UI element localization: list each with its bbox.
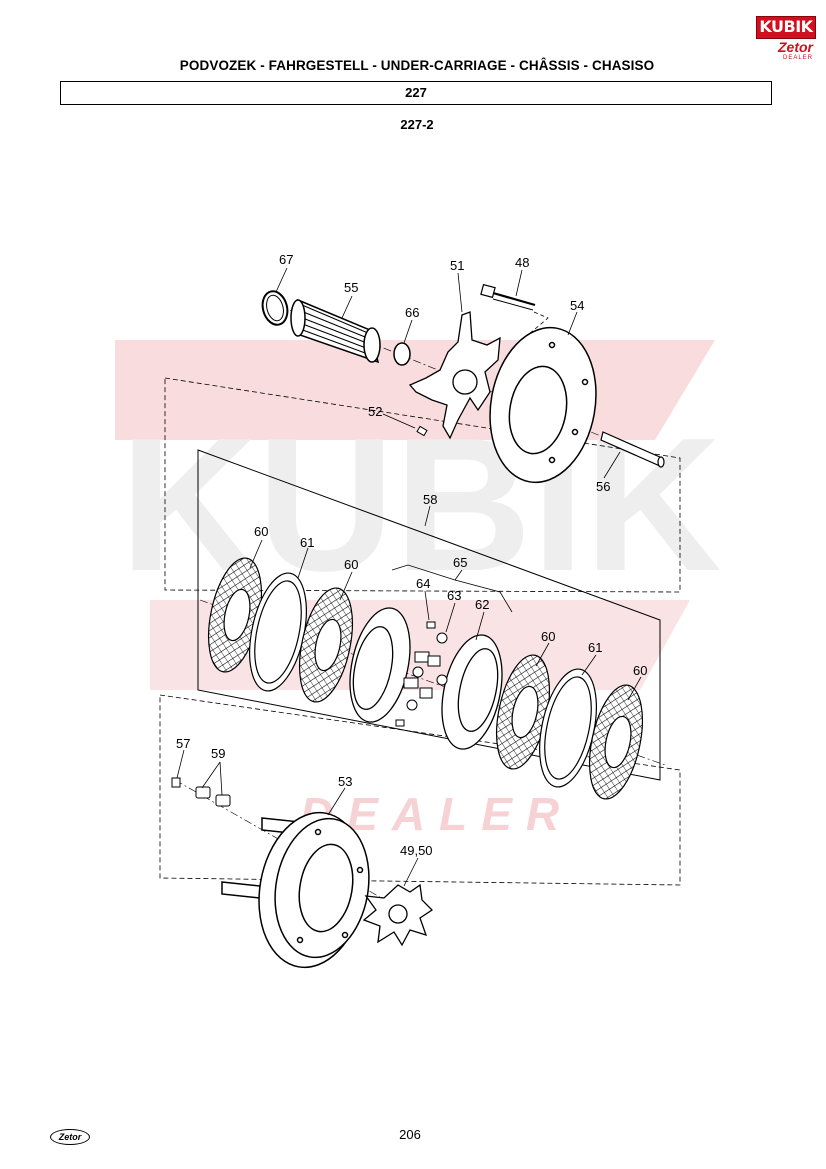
- part-67-ring: [261, 290, 289, 326]
- part-64-springs: [395, 621, 441, 727]
- callout-56: 56: [596, 479, 610, 494]
- callout-64: 64: [416, 576, 430, 591]
- part-63-balls: [406, 632, 448, 711]
- callout-61-a: 61: [300, 535, 314, 550]
- callout-63: 63: [447, 588, 461, 603]
- callout-54: 54: [570, 298, 584, 313]
- disc-pack-outline: [197, 449, 661, 781]
- lower-group-outline: [159, 694, 681, 886]
- part-66-ring: [393, 342, 411, 366]
- part-61-steel-disc-2: [539, 668, 597, 788]
- part-52-screw: [416, 425, 428, 437]
- part-62-pressure-plate-left: [349, 607, 411, 723]
- callout-59: 59: [211, 746, 225, 761]
- part-54-disc-housing: [489, 326, 597, 484]
- callout-62: 62: [475, 597, 489, 612]
- part-60-friction-disc-2: [299, 587, 353, 703]
- callout-51: 51: [450, 258, 464, 273]
- kubik-logo-text: KUBIK: [756, 16, 816, 39]
- kubik-logo: KUBIK Zetor DEALER: [756, 16, 816, 66]
- part-51-star-plate: [408, 311, 501, 440]
- zetor-logo-text: Zetor: [778, 39, 813, 55]
- subgroup-number: 227-2: [400, 117, 434, 132]
- page-title: PODVOZEK - FAHRGESTELL - UNDER-CARRIAGE …: [179, 58, 655, 73]
- callout-60-c: 60: [541, 629, 555, 644]
- callout-52: 52: [368, 404, 382, 419]
- part-48-bolt: [480, 283, 536, 311]
- callout-48: 48: [515, 255, 529, 270]
- part-60-friction-disc-1: [208, 557, 262, 673]
- group-number-box: 227: [60, 81, 772, 105]
- part-60-friction-disc-3: [496, 654, 550, 770]
- part-53-carrier-plate: [221, 811, 370, 969]
- callout-61-b: 61: [588, 640, 602, 655]
- callout-53: 53: [338, 774, 352, 789]
- callout-60-d: 60: [633, 663, 647, 678]
- part-49-50-star-washer: [362, 883, 434, 947]
- callout-60-b: 60: [344, 557, 358, 572]
- part-60-friction-disc-4: [589, 684, 643, 800]
- callout-66: 66: [405, 305, 419, 320]
- callout-57: 57: [176, 736, 190, 751]
- dealer-logo-text: DEALER: [782, 55, 813, 61]
- callout-67: 67: [279, 252, 293, 267]
- callout-49-50: 49,50: [400, 843, 433, 858]
- callout-65: 65: [453, 555, 467, 570]
- part-57-plug: [171, 777, 181, 788]
- part-55-splined-sleeve: [290, 298, 381, 364]
- callout-58: 58: [423, 492, 437, 507]
- part-56-pin: [600, 431, 665, 468]
- page-number: 206: [399, 1127, 421, 1142]
- callout-60-a: 60: [254, 524, 268, 539]
- part-62-pressure-plate-right: [441, 634, 503, 750]
- callout-55: 55: [344, 280, 358, 295]
- zetor-footer-logo: Zetor: [50, 1129, 90, 1145]
- part-59-bushings: [195, 786, 231, 807]
